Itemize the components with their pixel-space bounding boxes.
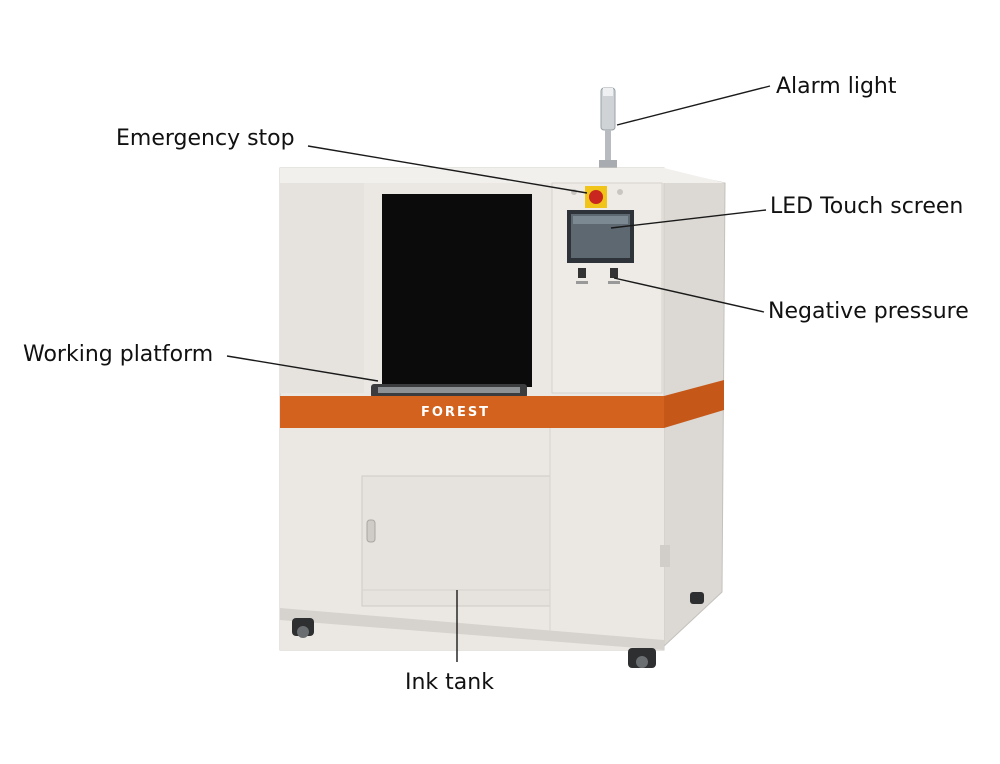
negative-pressure-switches bbox=[576, 268, 620, 284]
emergency-stop-icon bbox=[571, 186, 623, 208]
label-working-platform: Working platform bbox=[23, 342, 214, 367]
emergency-stop-leader bbox=[307, 145, 588, 194]
caster-wheel-icon bbox=[292, 592, 704, 668]
brand-logo: FOREST bbox=[421, 405, 491, 420]
door-handle-icon bbox=[366, 519, 376, 543]
label-emergency-stop: Emergency stop bbox=[116, 126, 295, 151]
working-platform-handle bbox=[371, 384, 527, 398]
working-platform-leader bbox=[226, 355, 379, 382]
label-led-touch-screen: LED Touch screen bbox=[770, 194, 964, 219]
orange-band bbox=[280, 396, 664, 428]
led-touch-screen-leader bbox=[610, 209, 767, 229]
alarm-light-icon bbox=[599, 87, 617, 168]
label-negative-pressure: Negative pressure bbox=[768, 299, 969, 324]
ink-tank-door bbox=[361, 475, 551, 607]
label-ink-tank: Ink tank bbox=[405, 670, 494, 695]
alarm-light-leader bbox=[616, 85, 771, 126]
negative-pressure-leader bbox=[613, 277, 765, 313]
led-touch-screen bbox=[567, 210, 634, 263]
label-alarm-light: Alarm light bbox=[776, 74, 897, 99]
viewing-window bbox=[382, 194, 532, 387]
